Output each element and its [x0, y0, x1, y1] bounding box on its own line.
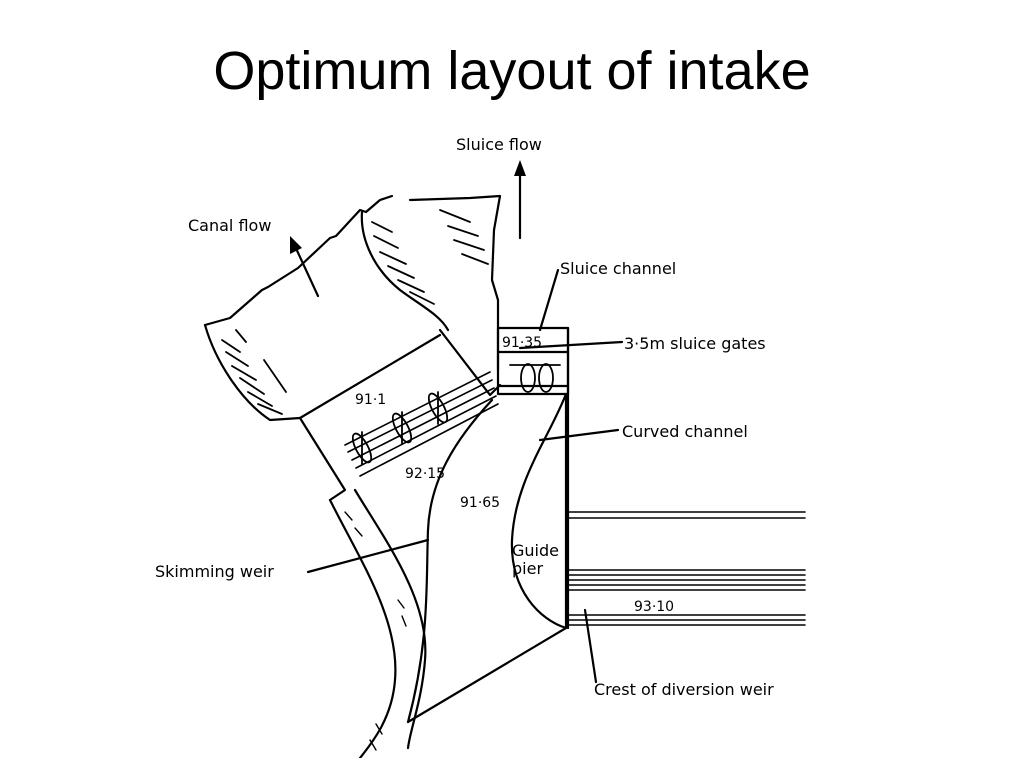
crest-leader [583, 608, 598, 684]
canal-flow-arrow [292, 242, 320, 298]
label-guide-pier-2: pier [512, 559, 543, 578]
level-skimming-weir: 92·15 [405, 466, 445, 482]
right-embankment-hatching [371, 221, 435, 305]
canal-right-bank [360, 210, 450, 332]
regulator-piers [351, 391, 449, 465]
skimming-weir-leader [306, 538, 430, 574]
canal-right-wall [438, 328, 502, 397]
flow-marks [344, 511, 407, 751]
canal-head-regulator [344, 371, 499, 477]
level-diversion-weir-crest: 93·10 [634, 599, 674, 615]
label-sluice-gates: 3·5m sluice gates [624, 334, 766, 353]
label-curved-channel: Curved channel [622, 422, 748, 441]
skimming-weir-inner [353, 488, 427, 750]
diversion-weir-lines [567, 511, 806, 626]
label-canal-flow: Canal flow [188, 216, 271, 235]
label-crest-diversion-weir: Crest of diversion weir [594, 680, 774, 699]
canal-left-embankment [203, 323, 302, 422]
label-skimming-weir: Skimming weir [155, 562, 274, 581]
sluice-side-embankment [408, 194, 502, 372]
skimming-weir-outer [328, 498, 397, 758]
level-curved-channel: 91·65 [460, 495, 500, 511]
label-sluice-channel: Sluice channel [560, 259, 676, 278]
intake-layout-diagram: Sluice flow Canal flow Sluice channel 3·… [120, 126, 875, 758]
level-sluice-gate: 91·35 [502, 335, 542, 351]
guide-pier [510, 392, 568, 630]
sluice-embankment-hatching [439, 209, 489, 265]
left-embankment-hatching [221, 329, 287, 415]
label-sluice-flow: Sluice flow [456, 135, 542, 154]
canal-left-bank [203, 194, 394, 327]
downstream-closure [406, 626, 568, 724]
level-canal-floor: 91·1 [355, 392, 386, 408]
sluice-flow-arrowhead [514, 160, 526, 176]
sluice-gates [509, 363, 561, 393]
label-guide-pier-1: Guide [512, 541, 559, 560]
curved-channel-left [406, 398, 494, 724]
canal-flow-arrowhead [290, 236, 302, 254]
sluice-channel-leader [538, 268, 560, 332]
sluice-gates-leader [518, 340, 624, 350]
canal-cross-line-upper [298, 333, 442, 420]
slide-title: Optimum layout of intake [213, 41, 811, 101]
curved-channel-leader [538, 428, 620, 442]
canal-left-wall [298, 416, 347, 502]
